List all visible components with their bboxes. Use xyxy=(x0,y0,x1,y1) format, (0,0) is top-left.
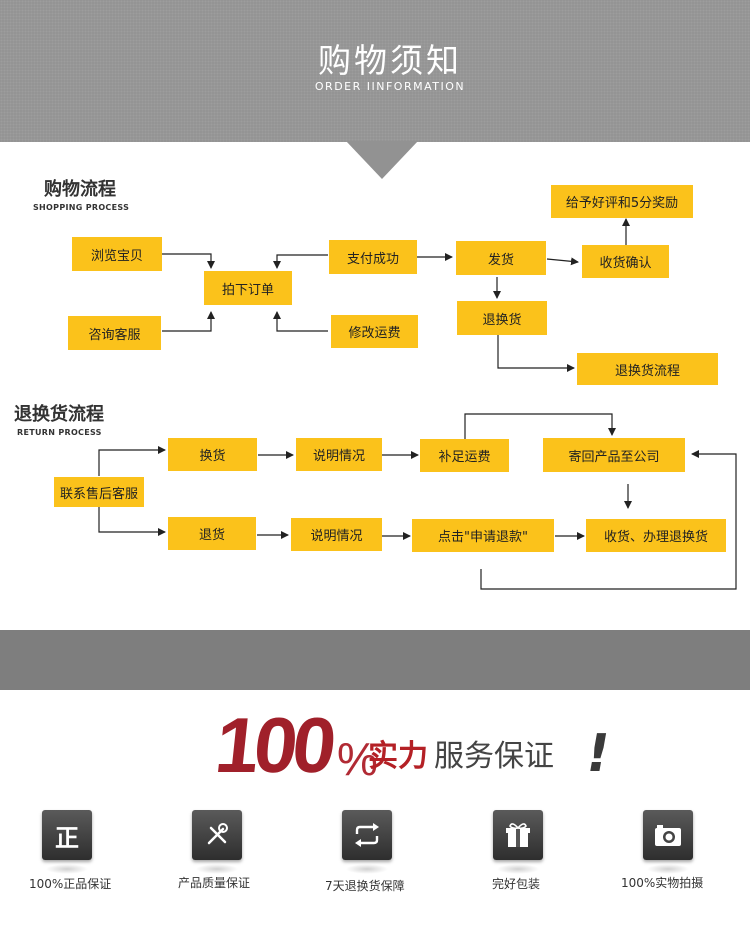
step-contact-service: 联系售后客服 xyxy=(54,477,144,507)
guarantee-label-package: 完好包装 xyxy=(492,877,541,891)
step-refund: 退货 xyxy=(168,517,256,550)
return-title: 退换货流程 xyxy=(14,404,104,425)
step-add-freight: 补足运费 xyxy=(420,439,509,472)
guarantee-label-exchange: 7天退换货保障 xyxy=(325,879,405,893)
step-consult: 咨询客服 xyxy=(68,316,161,350)
step-send-back: 寄回产品至公司 xyxy=(543,438,685,472)
guarantee-label-quality: 产品质量保证 xyxy=(178,876,251,890)
step-receive-process: 收货、办理退换货 xyxy=(586,519,726,552)
return-subtitle: RETURN PROCESS xyxy=(17,428,102,437)
genuine-glyph: 正 xyxy=(55,823,79,852)
step-exchange: 换货 xyxy=(168,438,257,471)
step-return-exchange: 退换货 xyxy=(457,301,547,335)
shopping-subtitle: SHOPPING PROCESS xyxy=(33,203,130,212)
camera-icon xyxy=(643,810,693,874)
exchange-glyph xyxy=(355,823,379,847)
header-notch xyxy=(346,141,418,179)
shopping-title: 购物流程 xyxy=(44,179,116,200)
exchange-icon xyxy=(342,810,392,874)
step-confirm-receipt: 收货确认 xyxy=(582,245,669,278)
step-explain-exchange: 说明情况 xyxy=(296,438,382,471)
step-click-refund: 点击"申请退款" xyxy=(412,519,554,552)
header-banner xyxy=(0,0,750,142)
promise-strength: 实力 xyxy=(368,739,428,774)
guarantee-label-photo: 100%实物拍摄 xyxy=(621,876,704,890)
step-browse: 浏览宝贝 xyxy=(72,237,162,271)
divider-band xyxy=(0,630,750,690)
page-subtitle: ORDER IINFORMATION xyxy=(314,80,466,93)
camera-glyph xyxy=(655,825,681,846)
step-edit-freight: 修改运费 xyxy=(331,315,418,348)
genuine-icon: 正 xyxy=(42,810,92,874)
step-rate: 给予好评和5分奖励 xyxy=(551,185,693,218)
promise-percent: % xyxy=(337,733,378,785)
page-title: 购物须知 xyxy=(318,41,462,80)
tools-icon xyxy=(192,810,242,874)
guarantee-label-genuine: 100%正品保证 xyxy=(29,877,112,891)
gift-icon xyxy=(493,810,543,874)
promise-service: 服务保证 xyxy=(434,739,554,774)
step-payment-success: 支付成功 xyxy=(329,240,417,274)
step-ship: 发货 xyxy=(456,241,546,275)
step-place-order: 拍下订单 xyxy=(204,271,292,305)
step-explain-refund: 说明情况 xyxy=(291,518,382,551)
step-return-flow: 退换货流程 xyxy=(577,353,718,385)
promise-number: 100 xyxy=(211,701,336,789)
tools-glyph xyxy=(207,823,228,845)
gift-glyph xyxy=(506,823,530,847)
